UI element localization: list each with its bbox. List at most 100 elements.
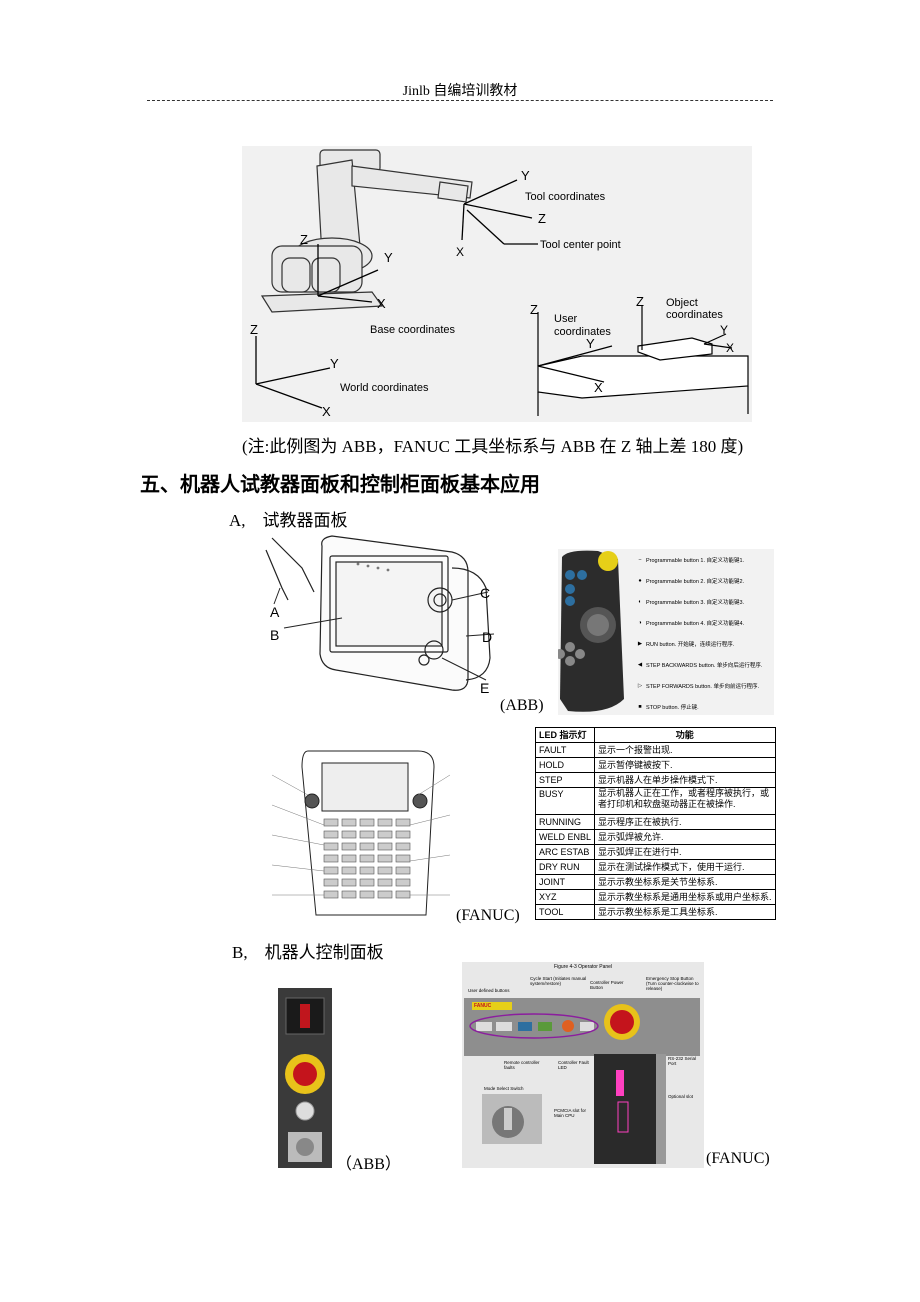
fanuc-label: Optional slot: [668, 1094, 694, 1099]
user-coords-label-1: User: [554, 313, 578, 325]
user-x-label: X: [594, 380, 603, 395]
base-x-label: X: [377, 296, 386, 311]
section-title: 五、机器人试教器面板和控制柜面板基本应用: [140, 472, 540, 496]
abb-button-symbol: ◑: [638, 619, 642, 626]
user-coords-label-2: coordinates: [554, 326, 611, 338]
base-z-label: Z: [300, 232, 308, 247]
user-y-label: Y: [586, 336, 595, 351]
object-coords-label-1: Object: [666, 297, 698, 309]
callout-a: A: [270, 604, 280, 620]
abb-button-symbol: ◀: [637, 661, 643, 668]
base-coords-label: Base coordinates: [370, 324, 455, 336]
abb-button-row: ◀STEP BACKWARDS button. 单步向后运行程序.: [634, 654, 774, 675]
table-header: LED 指示灯: [534, 727, 596, 743]
led-function: 显示暂停键被按下.: [594, 757, 776, 773]
led-function: 显示机器人正在工作，或者程序被执行，或者打印机和软盘驱动器正在被操作.: [594, 787, 776, 815]
led-name: TOOL: [534, 904, 596, 920]
fanuc-label: Cycle Start (Initiates manual system/res…: [530, 976, 587, 986]
fanuc-operator-panel-photo: Figure 4-3 Operator Panel User defined b…: [462, 962, 704, 1168]
led-function: 显示机器人在单步操作模式下.: [594, 772, 776, 788]
coordinate-systems-figure: Y Z X Tool coordinates Tool center point…: [242, 146, 752, 422]
abb-button-legend: −Programmable button 1. 自定义功能键1. ●Progra…: [558, 549, 774, 715]
led-function: 显示弧焊被允许.: [594, 829, 776, 845]
object-z-label: Z: [636, 294, 644, 309]
world-z-label: Z: [250, 322, 258, 337]
abb-button-symbol: ●: [638, 577, 642, 584]
fanuc-label: Remote controller faults: [504, 1060, 540, 1070]
tool-x-label: X: [456, 245, 464, 259]
tcp-label: Tool center point: [540, 239, 621, 251]
base-y-label: Y: [384, 250, 393, 265]
abb-button-row: ▶RUN button. 开始键，连续运行程序.: [634, 633, 774, 654]
abb-button-row: −Programmable button 1. 自定义功能键1.: [634, 549, 774, 570]
fanuc-teach-pendant-drawing: [271, 750, 451, 916]
fanuc-label: RS-232 Serial Port: [668, 1056, 697, 1066]
callout-c: C: [480, 585, 490, 601]
fanuc-label: Mode Select Switch: [484, 1086, 524, 1091]
led-name: STEP: [534, 772, 596, 788]
object-y-label: Y: [720, 323, 728, 337]
led-name: DRY RUN: [534, 859, 596, 875]
object-x-label: X: [726, 341, 734, 355]
led-name: XYZ: [534, 889, 596, 905]
abb-button-symbol: ▷: [637, 682, 643, 689]
table-header-row: LED 指示灯 功能: [534, 727, 776, 743]
abb-button-row: ●Programmable button 2. 自定义功能键2.: [634, 570, 774, 591]
abb-button-symbol: −: [638, 556, 642, 563]
led-function: 显示示教坐标系是工具坐标系.: [594, 904, 776, 920]
led-function: 显示一个报警出现.: [594, 742, 776, 758]
abb-pendant-caption: (ABB): [500, 697, 544, 714]
fanuc-label: User defined buttons: [468, 988, 510, 993]
figure-note: (注:此例图为 ABB，FANUC 工具坐标系与 ABB 在 Z 轴上差 180…: [242, 437, 744, 456]
led-function: 显示在测试操作模式下，使用干运行.: [594, 859, 776, 875]
led-name: RUNNING: [534, 814, 596, 830]
object-coords-label-2: coordinates: [666, 309, 723, 321]
abb-control-panel-photo: [278, 988, 332, 1168]
tool-y-label: Y: [521, 168, 530, 183]
fanuc-brand-plate: FANUC: [474, 1003, 492, 1009]
header-divider: [147, 100, 773, 101]
led-function: 显示程序正在被执行.: [594, 814, 776, 830]
world-coords-label: World coordinates: [340, 382, 429, 394]
tool-coords-label: Tool coordinates: [525, 191, 606, 203]
fanuc-label: Controller Fault LED: [558, 1060, 589, 1070]
fanuc-panel-figure-title: Figure 4-3 Operator Panel: [553, 964, 613, 970]
abb-button-row: ◐Programmable button 3. 自定义功能键3.: [634, 591, 774, 612]
subsection-b-title: B, 机器人控制面板: [232, 943, 384, 962]
callout-d: D: [482, 629, 492, 645]
world-y-label: Y: [330, 356, 339, 371]
led-name: BUSY: [534, 787, 596, 815]
fanuc-panel-drawing: [464, 998, 700, 1164]
led-function: 显示示教坐标系是关节坐标系.: [594, 874, 776, 890]
abb-panel-caption: （ABB）: [336, 1156, 401, 1173]
led-name: HOLD: [534, 757, 596, 773]
world-x-label: X: [322, 404, 331, 419]
led-name: WELD ENBL: [534, 829, 596, 845]
page-header-title: Jinlb 自编培训教材: [402, 84, 518, 99]
subsection-a-title: A, 试教器面板: [229, 511, 348, 530]
led-name: FAULT: [534, 742, 596, 758]
led-function: 显示示教坐标系是通用坐标系或用户坐标系.: [594, 889, 776, 905]
fanuc-panel-caption: (FANUC): [706, 1150, 770, 1167]
led-name: ARC ESTAB: [534, 844, 596, 860]
led-function: 显示弧焊正在进行中.: [594, 844, 776, 860]
led-name: JOINT: [534, 874, 596, 890]
abb-button-row: ■STOP button. 停止键.: [634, 696, 774, 717]
abb-button-symbol: ◐: [638, 598, 642, 605]
abb-button-row: ◑Programmable button 4. 自定义功能键4.: [634, 612, 774, 633]
abb-teach-pendant-drawing: A B C D E: [265, 535, 495, 696]
abb-button-symbol: ▶: [637, 640, 643, 647]
fanuc-label: Controller Power Button: [590, 980, 624, 990]
